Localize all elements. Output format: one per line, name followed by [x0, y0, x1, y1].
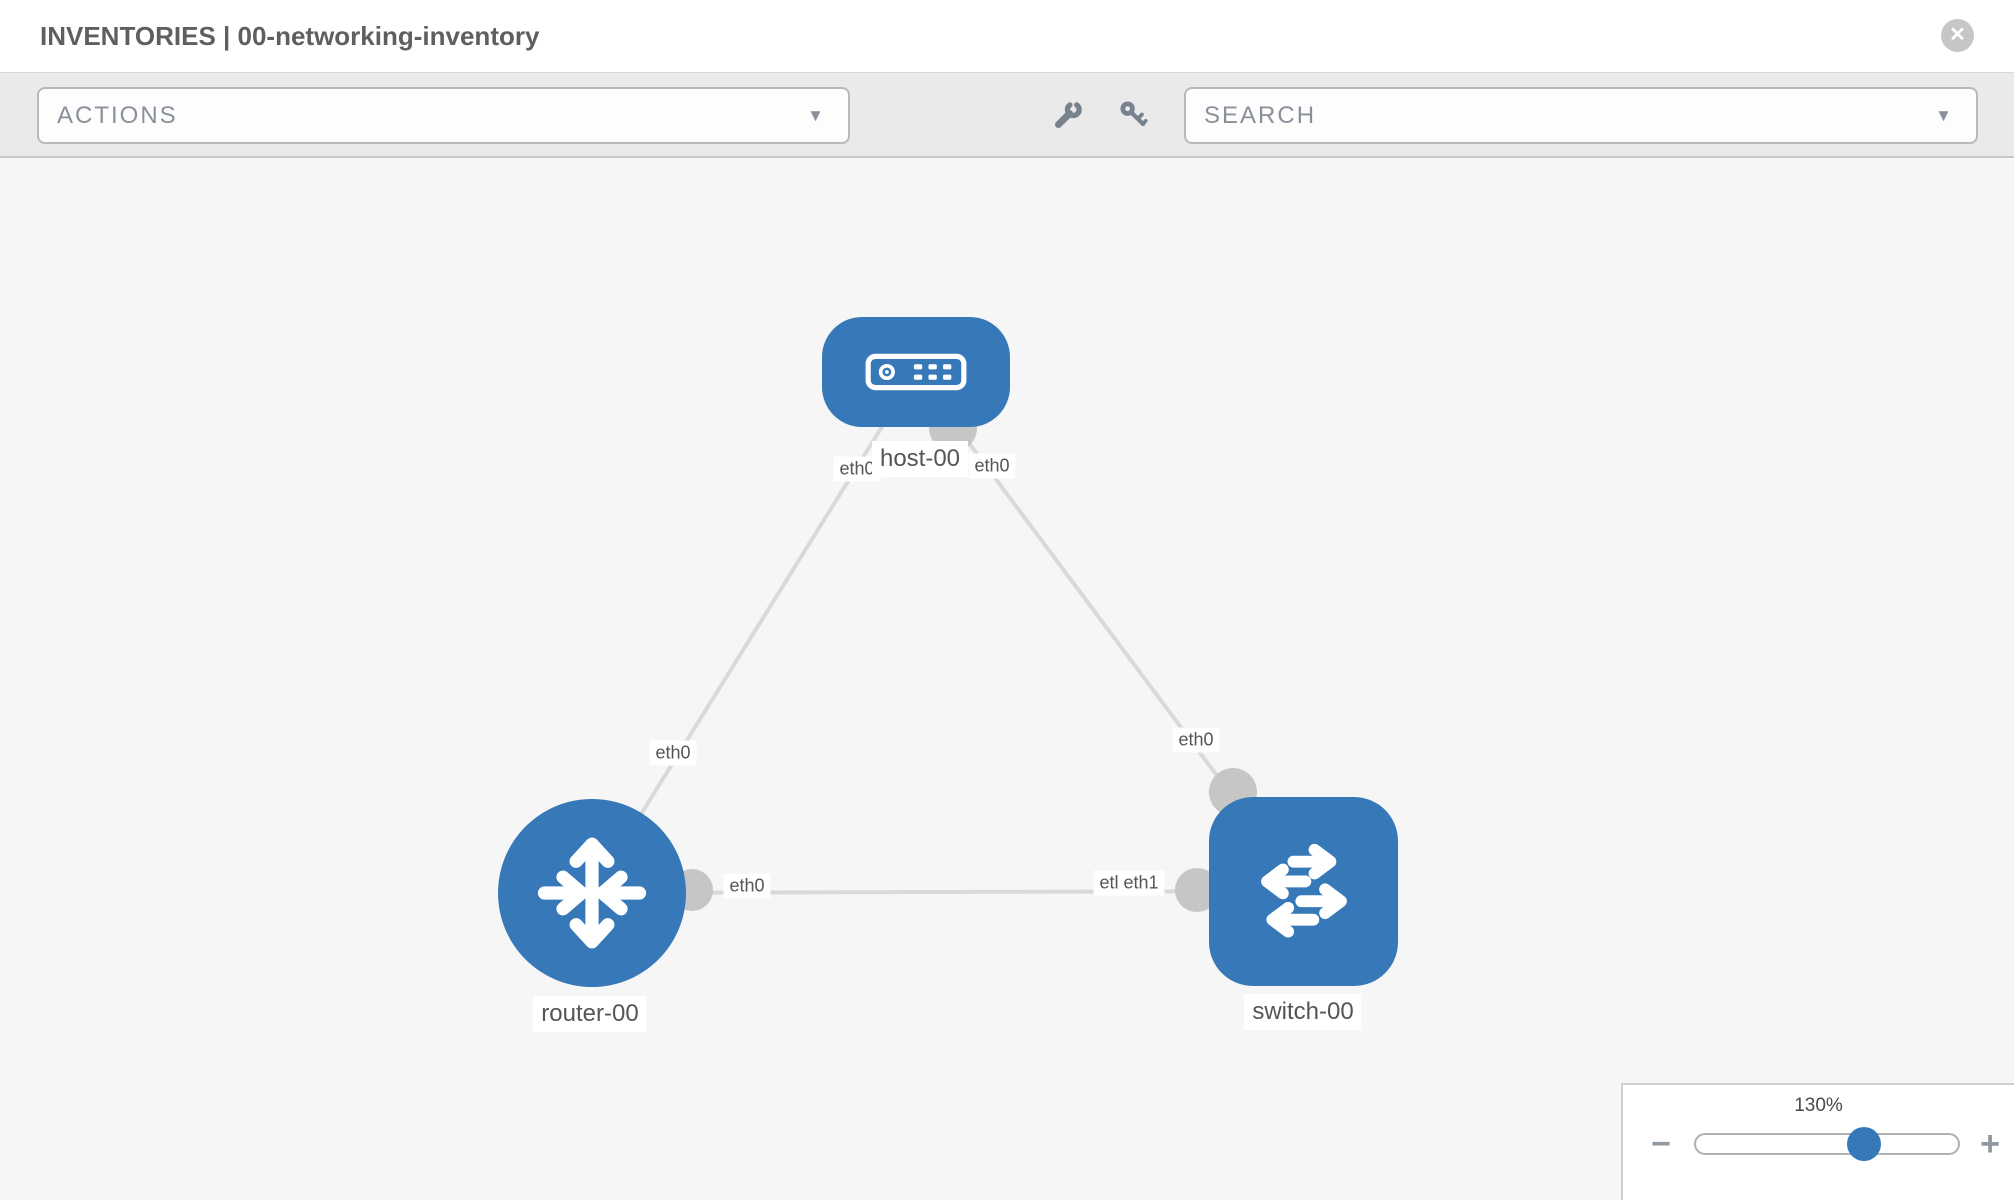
actions-dropdown[interactable]: ACTIONS ▼ — [37, 87, 850, 144]
zoom-panel: 130% − + — [1621, 1083, 2014, 1200]
key-icon — [1120, 101, 1148, 127]
port-label: eth0 — [1172, 727, 1220, 753]
search-dropdown-label: SEARCH — [1204, 102, 1317, 129]
port-label: eth0 — [723, 873, 771, 899]
wrench-icon — [1054, 102, 1082, 129]
close-icon: ✕ — [1949, 24, 1966, 46]
minus-icon: − — [1651, 1125, 1671, 1163]
interface-dot-switch-eth1[interactable] — [1175, 868, 1219, 912]
port-label: eth1 — [1117, 870, 1165, 896]
header: INVENTORIES | 00-networking-inventory ✕ — [0, 0, 2014, 72]
zoom-out-button[interactable]: − — [1641, 1123, 1681, 1165]
node-router-00[interactable] — [498, 799, 686, 987]
close-button[interactable]: ✕ — [1941, 19, 1974, 52]
port-label: eth0 — [968, 453, 1016, 479]
topology-links-layer — [590, 370, 1305, 912]
server-icon — [865, 353, 967, 391]
node-label-switch: switch-00 — [1244, 994, 1362, 1030]
chevron-down-icon: ▼ — [1935, 106, 1952, 125]
switch-arrows-icon — [1260, 843, 1347, 938]
zoom-level-value: 130% — [1794, 1095, 1843, 1116]
node-host-00[interactable] — [822, 317, 1010, 427]
credentials-button[interactable] — [1117, 98, 1151, 132]
zoom-in-button[interactable]: + — [1970, 1123, 2010, 1165]
topology-canvas[interactable]: eth0 eth0 eth0 eth0 eth0 eth0 eth1 host-… — [0, 158, 2014, 1200]
chevron-down-icon: ▼ — [807, 106, 824, 125]
node-switch-00[interactable] — [1209, 797, 1398, 986]
actions-dropdown-label: ACTIONS — [57, 102, 178, 129]
plus-icon: + — [1980, 1125, 2000, 1163]
page-title: INVENTORIES | 00-networking-inventory — [40, 21, 540, 51]
zoom-slider-track[interactable] — [1694, 1133, 1960, 1155]
node-label-host: host-00 — [871, 441, 969, 477]
search-dropdown[interactable]: SEARCH ▼ — [1184, 87, 1978, 144]
zoom-slider-thumb[interactable] — [1847, 1127, 1881, 1161]
port-label: eth0 — [649, 740, 697, 766]
tools-button[interactable] — [1051, 98, 1085, 132]
toolbar: ACTIONS ▼ SEARCH ▼ — [0, 72, 2014, 158]
node-label-router: router-00 — [533, 996, 647, 1032]
router-arrows-icon — [537, 837, 647, 949]
